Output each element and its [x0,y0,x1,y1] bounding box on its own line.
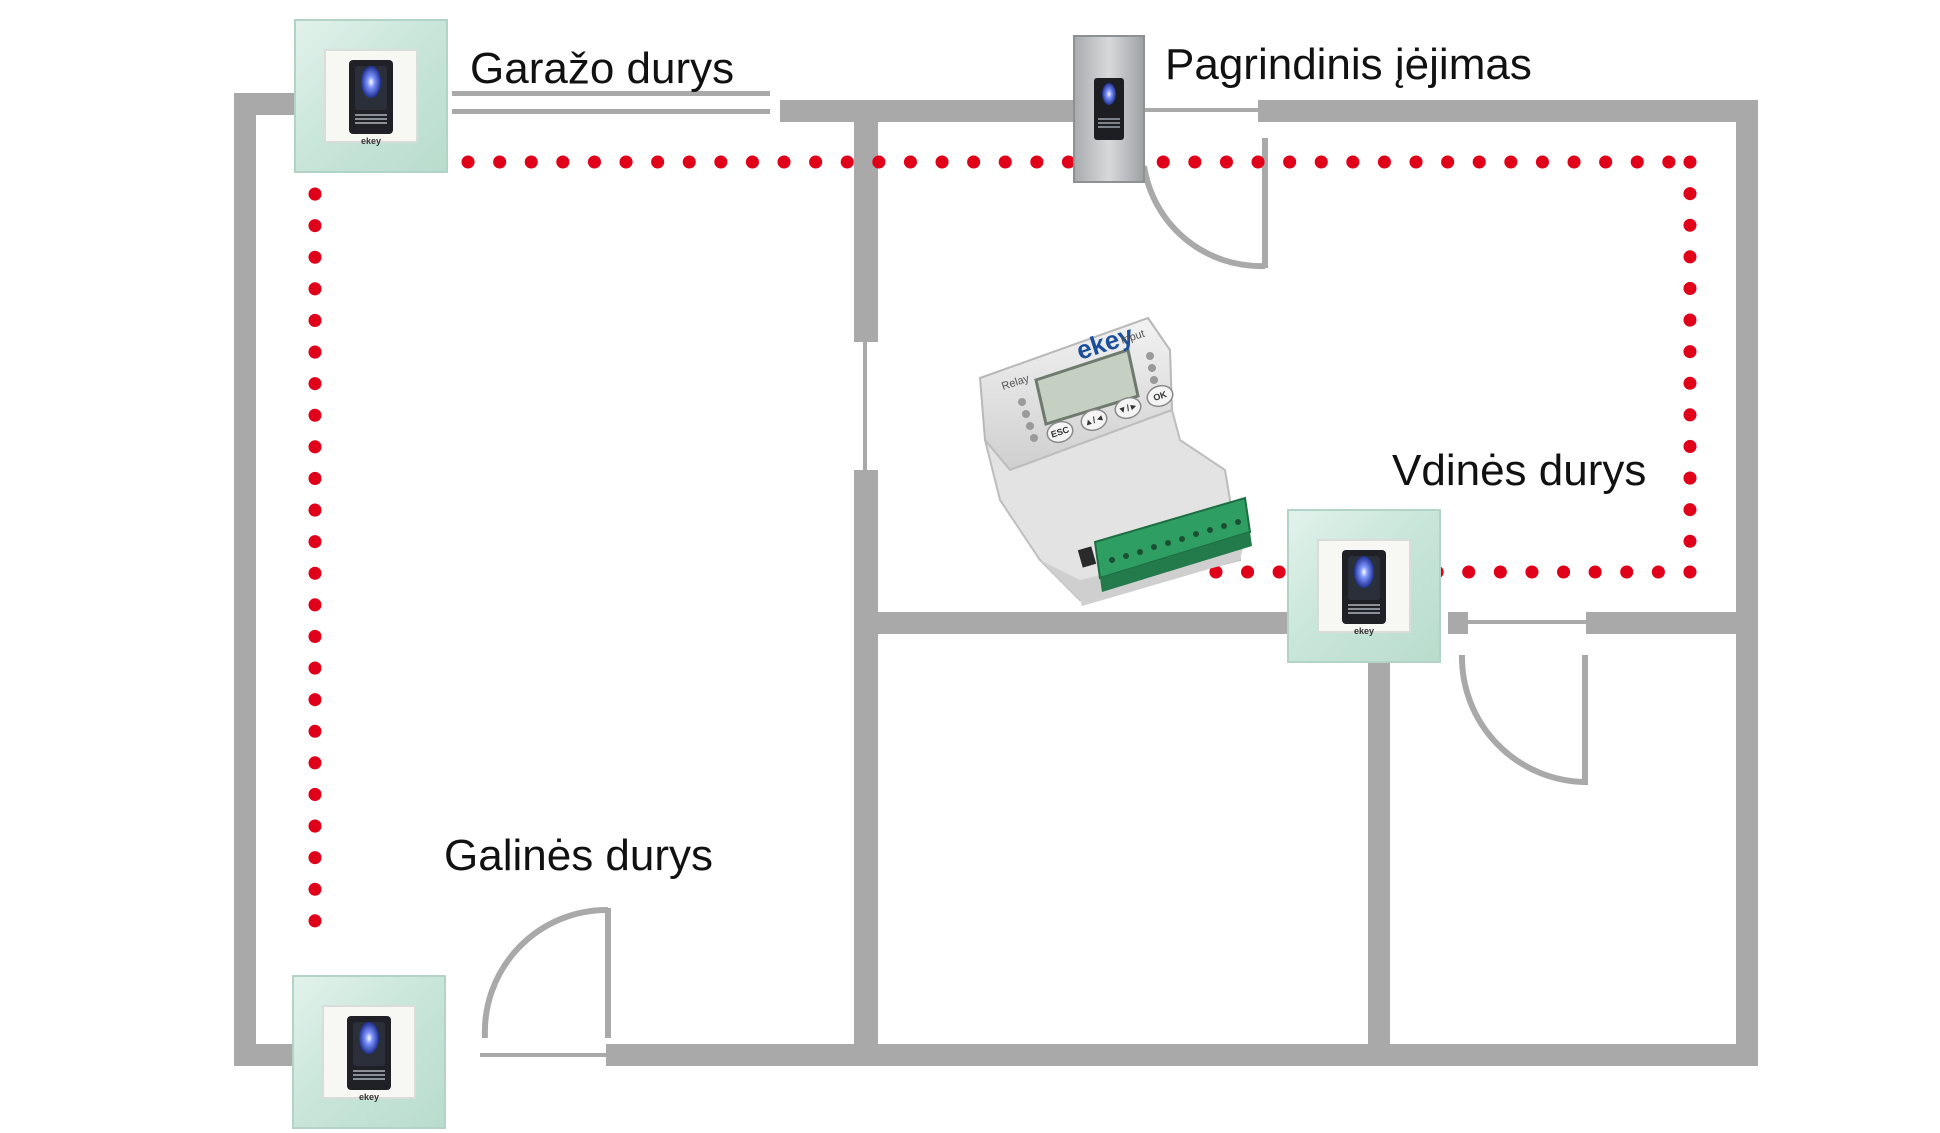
back-door-label: Galinės durys [444,831,713,880]
reader-brand: ekey [1354,626,1374,636]
controller-buttons: ESC ▲/◄ ▼/► OK [1046,384,1174,444]
main-entrance-label: Pagrindinis įėjimas [1165,40,1532,89]
reader-brand: ekey [361,136,381,146]
walls [234,91,1758,1066]
inner-door-label: Vdinės durys [1392,446,1646,495]
control-unit-icon: ekey Relay Input ESC ▲/◄ ▼/► OK [978,316,1252,606]
garage-door-label: Garažo durys [470,44,734,93]
ok-button-label: OK [1152,389,1168,403]
fingerprint-reader-icon: ekey [1287,509,1441,663]
fingerprint-reader-icon: ekey [292,975,446,1129]
reader-brand: ekey [359,1092,379,1102]
terminal-blocks [1077,496,1252,592]
fingerprint-reader-icon: ekey [294,19,448,173]
fingerprint-reader-steel-icon [1073,35,1145,183]
